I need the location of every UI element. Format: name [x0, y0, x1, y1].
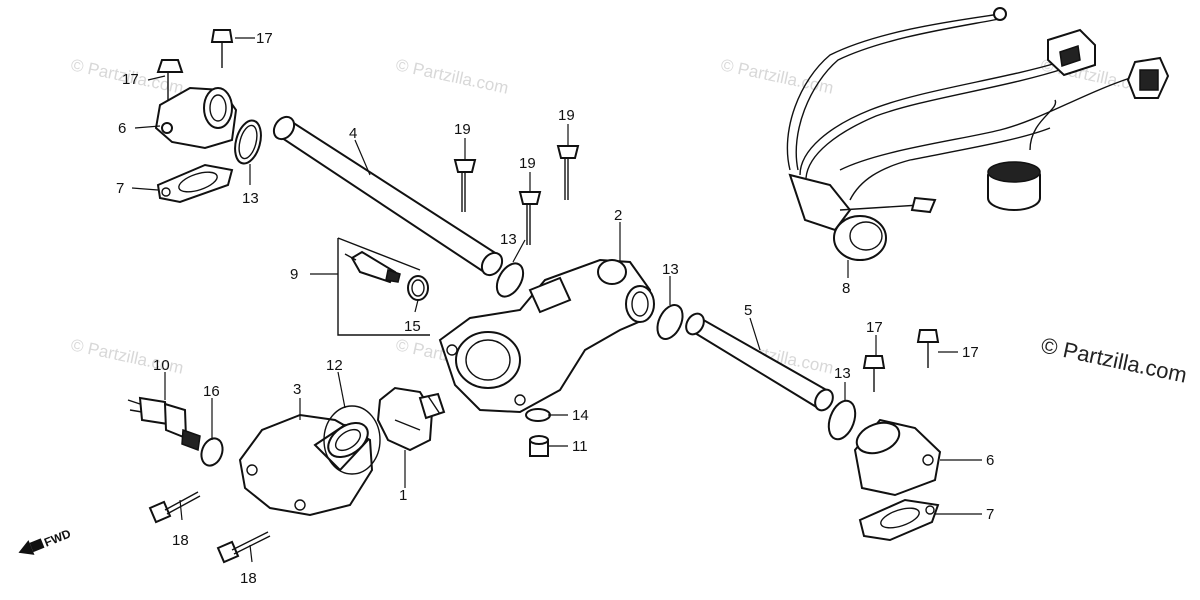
callout-19: 19 [558, 107, 575, 124]
callout-15: 15 [404, 318, 421, 335]
callout-17: 17 [256, 30, 273, 47]
callout-13: 13 [662, 261, 679, 278]
o-ring-13-inner [238, 124, 258, 160]
callout-18: 18 [172, 532, 189, 549]
water-pipe-5 [685, 312, 834, 412]
fwd-label: FWD [42, 526, 73, 549]
bolt-17-upper [210, 29, 234, 68]
elbow-fitting-upper-left [154, 86, 238, 150]
part-9-group-bracket [337, 237, 430, 336]
o-ring-13-right [827, 399, 857, 441]
callout-8: 8 [842, 280, 850, 297]
o-ring-13-right-of-housing [656, 304, 684, 340]
callout-3: 3 [293, 381, 301, 398]
collar-11 [529, 435, 549, 457]
cap-sensor [987, 161, 1041, 211]
callout-13: 13 [500, 231, 517, 248]
o-ring-15-inner [411, 279, 425, 297]
thermo-switch-10 [127, 396, 201, 452]
gasket-upper-left [156, 163, 234, 204]
callout-9: 9 [290, 266, 298, 283]
o-ring-13-mid [495, 262, 525, 298]
nut-17-left [156, 59, 184, 100]
callout-17: 17 [122, 71, 139, 88]
callout-10: 10 [153, 357, 170, 374]
callout-7: 7 [986, 506, 994, 523]
callout-4: 4 [349, 125, 357, 142]
callout-5: 5 [744, 302, 752, 319]
bolt-19-b [518, 191, 542, 245]
callout-7: 7 [116, 180, 124, 197]
bolt-17-right-a [862, 355, 886, 392]
gasket-12 [323, 405, 381, 475]
forward-arrow-icon: FWD [18, 526, 73, 555]
wire-harness-8 [786, 7, 1131, 261]
o-ring-13-upper-left [234, 119, 262, 165]
bolt-17-right-b [916, 329, 940, 368]
callout-1: 1 [399, 487, 407, 504]
callout-18: 18 [240, 570, 257, 587]
bolt-19-a [453, 159, 477, 212]
callout-19: 19 [454, 121, 471, 138]
callout-2: 2 [614, 207, 622, 224]
o-ring-14 [525, 408, 551, 422]
callout-6: 6 [118, 120, 126, 137]
watermark-text: © Partzilla.com [719, 55, 835, 97]
water-pipe-4 [272, 115, 504, 277]
connector-plug [1126, 56, 1170, 99]
callout-17: 17 [962, 344, 979, 361]
elbow-fitting-right [853, 418, 942, 497]
callout-17: 17 [866, 319, 883, 336]
thermostat-cover-3 [238, 413, 374, 517]
callout-labels: 17 17 6 7 13 4 19 19 19 13 2 13 9 15 3 1… [116, 30, 994, 587]
water-housing-2 [438, 258, 655, 414]
callout-12: 12 [326, 357, 343, 374]
connector-block [1047, 28, 1096, 77]
gasket-right [858, 498, 940, 542]
leader-lines [131, 37, 982, 563]
watermark-text: © Partzilla.com [394, 55, 510, 97]
thermostat-1 [376, 386, 446, 452]
bolt-18-lower [216, 531, 271, 564]
bolt-19-c [556, 145, 580, 200]
callout-13: 13 [834, 365, 851, 382]
o-ring-16 [200, 437, 224, 467]
callout-11: 11 [572, 438, 588, 455]
bolt-18-upper [148, 491, 201, 524]
callout-16: 16 [203, 383, 220, 400]
callout-6: 6 [986, 452, 994, 469]
callout-14: 14 [572, 407, 589, 424]
callout-19: 19 [519, 155, 536, 172]
callout-13: 13 [242, 190, 259, 207]
watermark-main-text: © Partzilla.com [1039, 332, 1189, 387]
